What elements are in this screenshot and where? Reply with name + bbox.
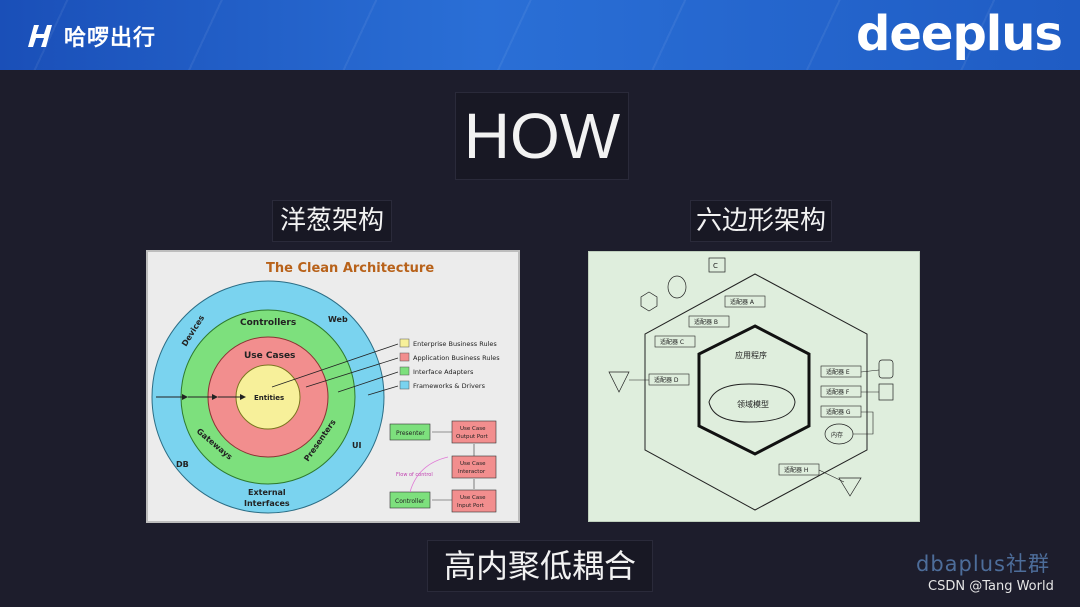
arrow-head — [182, 394, 188, 400]
adapter-h — [778, 463, 820, 476]
presenter-box — [389, 423, 431, 441]
header-banner: 哈啰出行 deeplus — [0, 0, 1080, 70]
hexagonal-architecture-caption: 六边形架构 — [690, 200, 832, 242]
adapter-f-label: 适配器 F — [826, 388, 850, 396]
interactor-label-1: Use Case — [460, 461, 486, 467]
client-c-label: C — [713, 262, 718, 270]
adapter-c — [654, 335, 696, 348]
outer-hexagon — [644, 273, 868, 511]
application-label: 应用程序 — [735, 350, 767, 360]
arrow-head — [212, 394, 218, 400]
client-circle-icon — [667, 275, 687, 299]
adapter-f — [820, 385, 862, 398]
flow-of-control-curve — [409, 456, 449, 493]
legend-swatch-enterprise — [399, 338, 410, 348]
input-port-label-2: Input Port — [457, 503, 485, 509]
adapter-a-label: 适配器 A — [730, 298, 755, 306]
clean-arch-title: The Clean Architecture — [266, 261, 434, 276]
legend-swatch-application — [399, 352, 410, 362]
adapter-d — [648, 373, 690, 386]
adapter-b-label: 适配器 B — [694, 318, 718, 326]
adapter-e — [820, 365, 862, 378]
legend-pointer — [337, 371, 399, 393]
adapter-e-label: 适配器 E — [826, 368, 850, 376]
slide-title: HOW — [455, 92, 629, 180]
hellobike-logo-icon — [28, 25, 52, 47]
hexagonal-svg: 应用程序 领域模型 适配器 A 适配器 B 适配器 C 适配器 D 适配器 E … — [608, 257, 894, 511]
input-port-box — [451, 489, 497, 513]
hellobike-name: 哈啰出行 — [64, 26, 157, 51]
adapter-a — [724, 295, 766, 308]
community-watermark: dbaplus社群 — [916, 552, 1050, 576]
legend-swatch-frameworks — [399, 380, 410, 390]
connector-line — [853, 411, 874, 435]
label-controllers: Controllers — [240, 318, 296, 328]
adapter-c-label: 适配器 C — [660, 338, 684, 346]
connector-line — [860, 369, 880, 373]
presenter-label: Presenter — [396, 430, 425, 437]
database-icon — [878, 359, 894, 379]
output-port-label-2: Output Port — [456, 434, 489, 440]
flow-of-control-label: Flow of control — [396, 472, 433, 478]
output-port-label-1: Use Case — [460, 426, 486, 432]
hexagonal-architecture-diagram: 应用程序 领域模型 适配器 A 适配器 B 适配器 C 适配器 D 适配器 E … — [588, 251, 920, 522]
adapter-g — [820, 405, 862, 418]
output-triangle-icon — [838, 477, 862, 497]
adapter-b — [688, 315, 730, 328]
bottom-caption: 高内聚低耦合 — [427, 540, 653, 592]
inner-hexagon — [697, 324, 811, 456]
clean-architecture-diagram: The Clean Architecture Controllers Use C… — [146, 250, 520, 523]
credit-watermark: CSDN @Tang World — [928, 579, 1054, 594]
legend-adapters: Interface Adapters — [413, 368, 474, 376]
label-ui: UI — [352, 441, 361, 450]
interactor-label-2: Interactor — [458, 469, 486, 475]
domain-model-label: 领域模型 — [737, 399, 769, 409]
label-web: Web — [328, 315, 348, 324]
header-decoration — [0, 0, 1080, 70]
external-triangle-icon — [608, 371, 630, 393]
onion-architecture-caption: 洋葱架构 — [272, 200, 392, 242]
legend-enterprise: Enterprise Business Rules — [413, 340, 497, 348]
hellobike-brand: 哈啰出行 — [26, 20, 156, 52]
clean-architecture-svg: The Clean Architecture Controllers Use C… — [151, 261, 500, 514]
document-icon — [878, 383, 894, 401]
deeplus-logo: deeplus — [855, 6, 1063, 62]
client-hexagon-icon — [640, 291, 658, 312]
legend-frameworks: Frameworks & Drivers — [413, 382, 486, 390]
legend-pointer — [305, 357, 399, 388]
label-use-cases: Use Cases — [244, 351, 295, 361]
label-db: DB — [176, 460, 189, 469]
adapter-d-label: 适配器 D — [654, 376, 679, 384]
arrow-head — [240, 394, 246, 400]
legend-pointer — [367, 385, 399, 396]
legend-swatch-adapters — [399, 366, 410, 376]
memory-label: 内存 — [831, 431, 843, 439]
connector-line — [818, 469, 845, 483]
label-interfaces: Interfaces — [244, 499, 290, 508]
label-external: External — [248, 488, 286, 497]
legend-pointer — [271, 343, 399, 388]
client-c-box — [708, 257, 726, 273]
legend-application: Application Business Rules — [413, 354, 500, 362]
adapter-h-label: 适配器 H — [784, 466, 808, 474]
controller-label: Controller — [395, 498, 425, 505]
adapter-g-label: 适配器 G — [826, 408, 851, 416]
label-entities: Entities — [254, 394, 284, 402]
input-port-label-1: Use Case — [460, 495, 486, 501]
domain-model-shape — [708, 383, 796, 423]
